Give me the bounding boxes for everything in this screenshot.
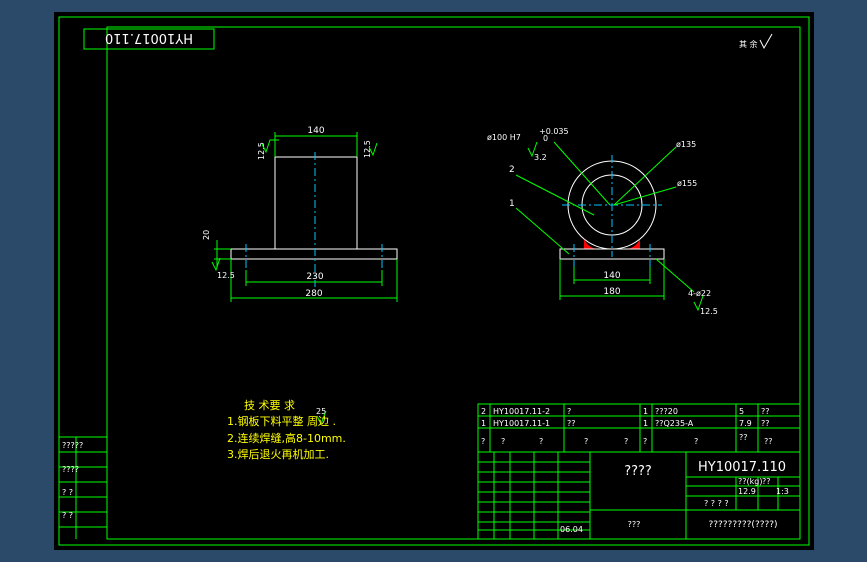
- bom-header: ??: [764, 437, 773, 446]
- part-label-2: 2: [509, 165, 515, 175]
- holes-label: 4-ø22: [688, 289, 711, 298]
- bore-tolerance: +0.035: [539, 127, 569, 136]
- roughness-symbol-icon: [759, 33, 773, 50]
- notes-line-2: 2.连续焊缝,高8-10mm.: [227, 431, 346, 445]
- bom-cell: 1: [643, 419, 648, 428]
- scale-label: ??: [762, 477, 771, 486]
- front-view: 140 230 280 20 12.5 12.5 12.5: [202, 126, 398, 302]
- roughness-symbol-icon: [368, 142, 378, 157]
- bom-cell: HY10017.11-2: [493, 407, 550, 416]
- roughness-symbol-icon: [211, 257, 221, 272]
- notes-title: 技 术要 求: [244, 399, 295, 412]
- bore-label: ø100 H7: [487, 133, 521, 142]
- outer-border: [58, 16, 810, 546]
- unit-name: ???: [628, 520, 641, 529]
- weight-label: ??(kg): [738, 477, 762, 486]
- notes-roughness: 25: [316, 407, 326, 416]
- sheet-info: ? ? ? ?: [704, 499, 729, 508]
- dim-base-inner: 230: [306, 272, 323, 282]
- left-margin-label: ?????: [62, 441, 83, 450]
- dim-base-outer: 280: [305, 289, 322, 299]
- part-label-1: 1: [509, 199, 515, 209]
- roughness-holes: 12.5: [700, 307, 718, 316]
- side-view: 140 180 ø100 H7 +0.035 0 3.2 ø135 ø155 2…: [487, 127, 718, 316]
- dim-height: 20: [202, 230, 211, 240]
- weight-value: 12.9: [738, 487, 756, 496]
- technical-notes: 技 术要 求 25 1.钢板下料平整 周边 . 2.连续焊缝,高8-10mm. …: [227, 399, 346, 461]
- dim-w140: 140: [603, 271, 620, 281]
- bom-cell: ???20: [655, 407, 678, 416]
- bom-header: ?: [481, 437, 485, 446]
- weld-left: [584, 239, 599, 249]
- bom-table: 2 HY10017.11-2 ? 1 ???20 5 ?? 1 HY10017.…: [477, 403, 801, 453]
- inner-border: [106, 26, 801, 540]
- left-margin-label: ? ?: [62, 488, 73, 497]
- cad-drawing: HY10017.110 其 余 ????? ???? ? ? ? ? 140 2…: [58, 16, 810, 546]
- scale-value: 1:3: [776, 487, 789, 496]
- bom-cell: ??: [567, 419, 576, 428]
- roughness-left: 12.5: [257, 142, 266, 160]
- roughness-symbol-icon: [693, 295, 704, 312]
- notes-line-1: 1.钢板下料平整 周边 .: [227, 414, 336, 428]
- bom-cell: 2: [481, 407, 486, 416]
- bom-cell: ??: [761, 407, 770, 416]
- bom-header: ?: [624, 437, 628, 446]
- weld-right: [625, 239, 640, 249]
- dim-d135: ø135: [676, 140, 696, 149]
- roughness-base: 12.5: [217, 271, 235, 280]
- roughness-symbol-icon: [527, 141, 538, 158]
- bom-header: ?: [584, 437, 588, 446]
- left-margin-label: ? ?: [62, 511, 73, 520]
- bom-cell: 5: [739, 407, 744, 416]
- bom-cell: 7.9: [739, 419, 752, 428]
- title-block-code: HY10017.110: [698, 460, 786, 475]
- bore-tolerance-low: 0: [543, 134, 548, 143]
- rotated-number-box: [83, 28, 215, 50]
- bom-header: ?: [501, 437, 505, 446]
- title-block: ???? HY10017.110 ?????????(????) ??? 06.…: [477, 451, 801, 540]
- bom-cell: ?: [567, 407, 571, 416]
- bom-cell: 1: [481, 419, 486, 428]
- dim-w180: 180: [603, 287, 620, 297]
- roughness-right: 12.5: [363, 140, 372, 158]
- corner-mark: 其 余: [739, 39, 758, 49]
- bom-header: ??: [739, 433, 748, 442]
- notes-line-3: 3.焊后退火再机加工.: [227, 447, 329, 461]
- date: 06.04: [560, 525, 583, 534]
- drawing-title: ????: [624, 464, 652, 479]
- bom-header: ?: [643, 437, 647, 446]
- left-margin-label: ????: [62, 465, 79, 474]
- roughness-symbol-icon: [316, 410, 327, 426]
- bom-header: ?: [539, 437, 543, 446]
- bom-header: ?: [694, 437, 698, 446]
- roughness-symbol-icon: [261, 139, 279, 154]
- drawing-canvas[interactable]: HY10017.110 其 余 ????? ???? ? ? ? ? 140 2…: [54, 12, 814, 550]
- company-name: ?????????(????): [708, 520, 777, 530]
- bom-cell: 1: [643, 407, 648, 416]
- roughness-bore: 3.2: [534, 153, 547, 162]
- dim-d155: ø155: [677, 179, 697, 188]
- dim-top-width: 140: [307, 126, 324, 136]
- bom-cell: HY10017.11-1: [493, 419, 550, 428]
- rotated-drawing-number: HY10017.110: [105, 30, 193, 45]
- bom-cell: ??: [761, 419, 770, 428]
- bom-cell: ??Q235-A: [655, 419, 694, 428]
